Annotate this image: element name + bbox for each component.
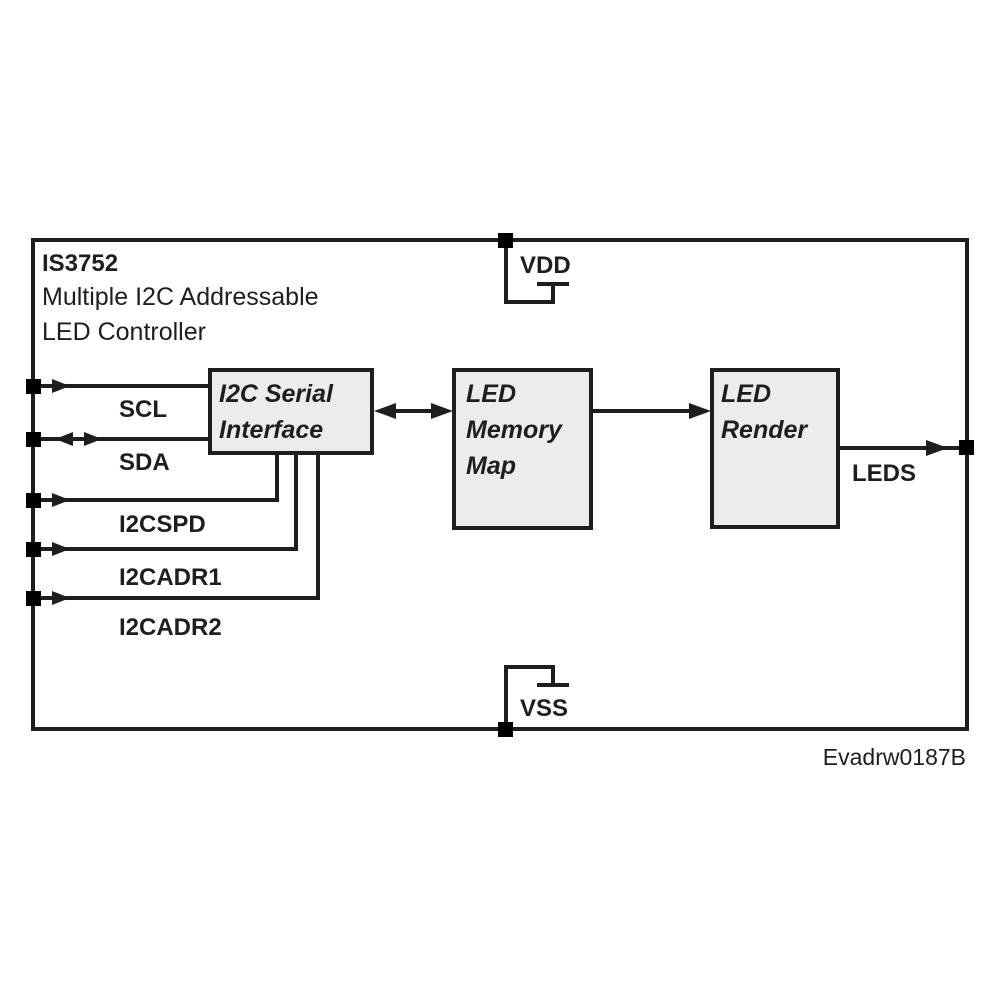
memory-render-arrow: [593, 403, 711, 419]
memory-block-label-line2: Memory: [466, 416, 563, 444]
sda-label: SDA: [119, 449, 170, 476]
i2c-serial-interface-block: I2C Serial Interface: [208, 368, 374, 455]
vdd-pin-terminal: [498, 233, 513, 248]
vss-label: VSS: [520, 695, 568, 722]
leds-pin-terminal: [959, 440, 974, 455]
vdd-label: VDD: [520, 252, 571, 279]
i2cspd-signal: I2CSPD: [26, 453, 279, 538]
i2cspd-pin-terminal: [26, 493, 41, 508]
scl-label: SCL: [119, 396, 167, 423]
i2cadr2-signal: I2CADR2: [26, 453, 320, 641]
render-block-label-line1: LED: [721, 380, 771, 408]
led-memory-map-block: LED Memory Map: [452, 368, 593, 530]
arrow-head-left: [374, 403, 396, 419]
vdd-supply: VDD: [498, 233, 571, 304]
scl-arrow-head: [52, 379, 70, 393]
sda-signal: SDA: [26, 432, 210, 476]
scl-signal: SCL: [26, 379, 210, 423]
i2cadr2-pin-terminal: [26, 591, 41, 606]
render-block-label-line2: Render: [721, 416, 808, 444]
sda-pin-terminal: [26, 432, 41, 447]
leds-label: LEDS: [852, 460, 916, 487]
chip-part-number: IS3752: [42, 250, 118, 277]
sda-arrow-head-right: [84, 432, 102, 446]
i2c-block-label-line1: I2C Serial: [219, 380, 334, 408]
scl-pin-terminal: [26, 379, 41, 394]
leds-output-signal: LEDS: [840, 440, 974, 487]
memory-block-label-line1: LED: [466, 380, 516, 408]
led-render-block: LED Render: [710, 368, 840, 529]
i2cadr2-arrow-head: [52, 591, 70, 605]
i2cadr1-pin-terminal: [26, 542, 41, 557]
drawing-id: Evadrw0187B: [823, 744, 966, 770]
vss-pin-terminal: [498, 722, 513, 737]
chip-description-line1: Multiple I2C Addressable: [42, 283, 319, 311]
sda-arrow-head-left: [55, 432, 73, 446]
i2cadr1-label: I2CADR1: [119, 564, 222, 591]
vss-supply: VSS: [498, 665, 569, 737]
i2c-memory-bidirectional-arrow: [374, 403, 453, 419]
vss-wire: [504, 665, 555, 722]
memory-block-label-line3: Map: [466, 452, 516, 480]
arrow-head: [689, 403, 711, 419]
vdd-wire: [504, 248, 555, 304]
leds-arrow-head: [926, 440, 948, 456]
i2cadr1-signal: I2CADR1: [26, 453, 298, 591]
i2cadr2-label: I2CADR2: [119, 614, 222, 641]
i2cspd-label: I2CSPD: [119, 511, 206, 538]
i2cspd-arrow-head: [52, 493, 70, 507]
i2c-block-label-line2: Interface: [219, 416, 323, 444]
i2cadr1-arrow-head: [52, 542, 70, 556]
chip-description-line2: LED Controller: [42, 318, 206, 346]
arrow-head-right: [431, 403, 453, 419]
